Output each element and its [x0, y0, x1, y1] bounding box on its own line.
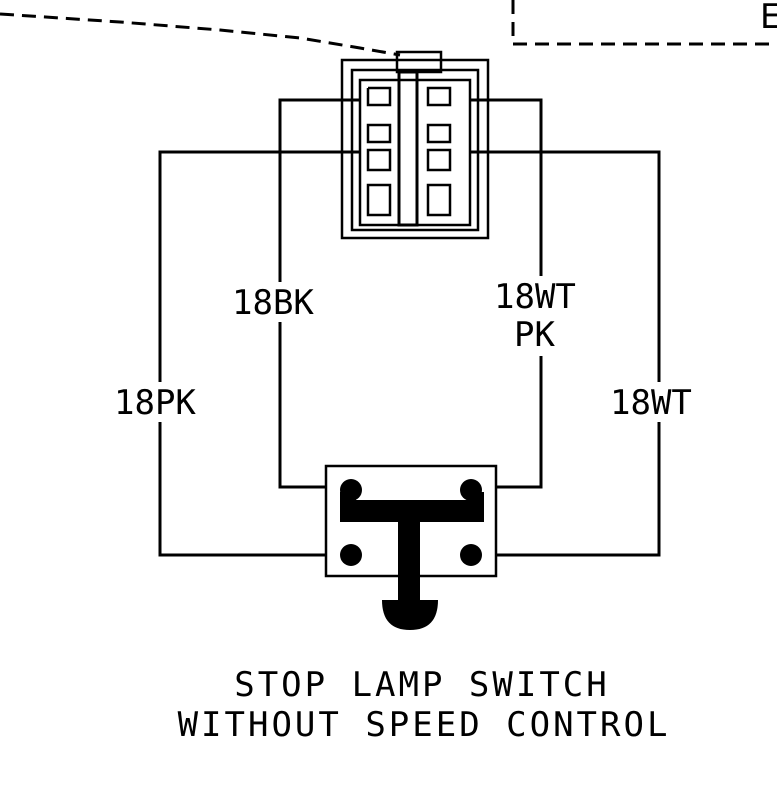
switch-plunger — [382, 600, 438, 630]
connector-body — [358, 78, 472, 227]
connector-right-terminals — [426, 86, 452, 217]
label-18bk: 18BK — [232, 283, 314, 323]
label-18wt-pk-line2: PK — [514, 315, 555, 355]
connector — [340, 50, 490, 240]
connector-tab — [395, 50, 443, 74]
caption-line-2: WITHOUT SPEED CONTROL — [178, 705, 671, 745]
switch-terminal-top-left — [340, 479, 362, 501]
stop-lamp-switch — [324, 464, 498, 630]
harness-dashed-box-right — [511, 0, 777, 46]
switch-terminal-bottom-left — [340, 544, 362, 566]
switch-terminal-top-right — [460, 479, 482, 501]
switch-contact-bar — [340, 492, 484, 600]
switch-terminal-bottom-right — [460, 544, 482, 566]
harness-dashed-line-left — [0, 12, 401, 57]
connector-outer-shell — [340, 58, 490, 240]
connector-center-key — [397, 70, 419, 227]
corner-letter: E — [760, 0, 777, 37]
wire-18pk — [158, 150, 360, 557]
label-18wt-pk-line1: 18WT — [494, 277, 576, 317]
wire-18wt — [470, 150, 661, 557]
wire-labels: 18PK 18BK 18WT PK 18WT — [108, 276, 706, 423]
label-18pk: 18PK — [114, 383, 196, 423]
label-18wt: 18WT — [610, 383, 692, 423]
connector-inner-shell — [350, 68, 480, 232]
caption-line-1: STOP LAMP SWITCH — [234, 665, 610, 705]
connector-left-terminals — [366, 86, 392, 217]
